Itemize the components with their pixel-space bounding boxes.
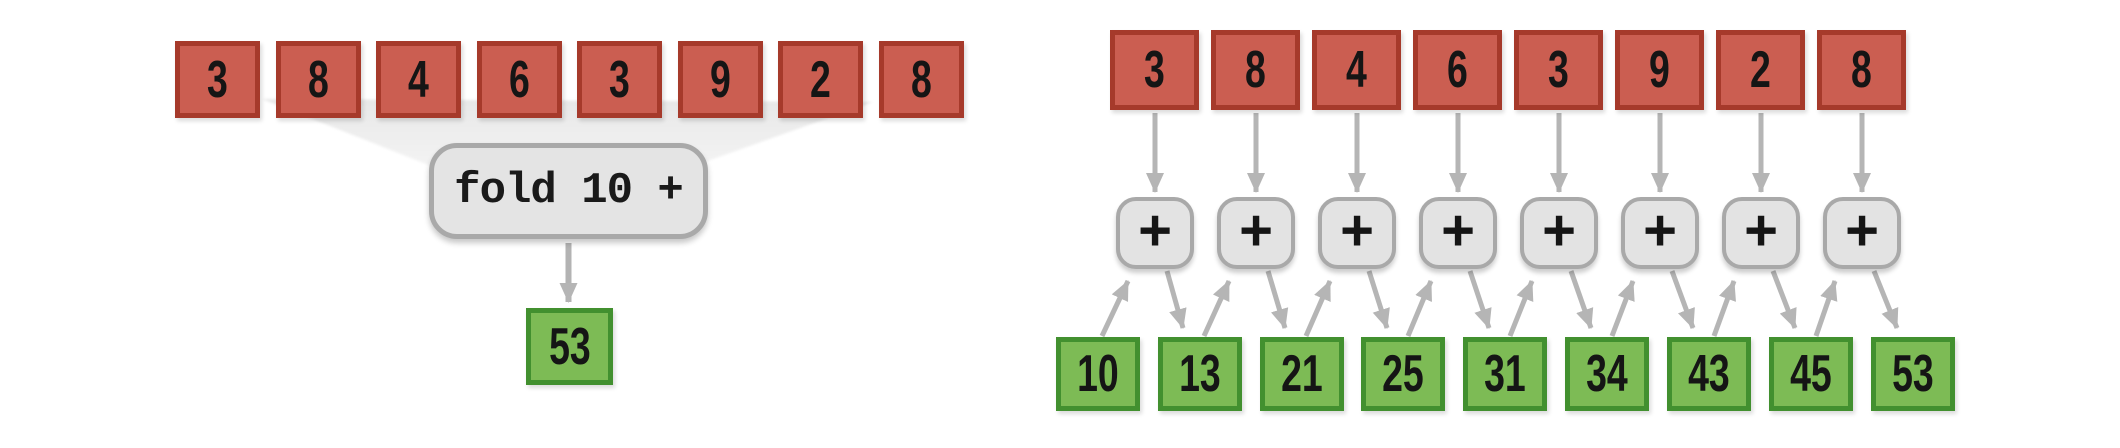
arrow-plus-to-acc: [1164, 270, 1187, 329]
plus-operator-symbol: +: [1441, 198, 1475, 263]
plus-operator-box: +: [1116, 197, 1194, 269]
input-value: 8: [911, 50, 932, 109]
input-value: 3: [609, 50, 630, 109]
plus-operator-symbol: +: [1744, 198, 1778, 263]
input-value: 8: [1245, 41, 1266, 99]
arrow-acc-to-plus: [1609, 280, 1636, 337]
input-value: 3: [1548, 41, 1569, 99]
input-box: 3: [175, 41, 260, 118]
input-value: 9: [710, 50, 731, 109]
plus-operator-symbol: +: [1542, 198, 1576, 263]
input-box: 3: [577, 41, 662, 118]
plus-operator-symbol: +: [1138, 198, 1172, 263]
input-box: 2: [778, 41, 863, 118]
accumulator-value: 34: [1586, 345, 1628, 403]
input-box: 3: [1514, 30, 1603, 110]
arrow-plus-to-acc: [1265, 270, 1289, 329]
plus-operator-symbol: +: [1845, 198, 1879, 263]
input-box: 8: [276, 41, 361, 118]
input-box: 3: [1110, 30, 1199, 110]
accumulator-value: 10: [1077, 345, 1119, 403]
result-value: 53: [548, 317, 591, 376]
fold-operation-label: fold 10 +: [454, 166, 684, 216]
input-value: 2: [810, 50, 831, 109]
input-box: 9: [1615, 30, 1704, 110]
accumulator-box: 45: [1769, 337, 1853, 411]
input-value: 4: [408, 50, 429, 109]
input-box: 6: [477, 41, 562, 118]
accumulator-value: 53: [1892, 345, 1934, 403]
plus-operator-box: +: [1419, 197, 1497, 269]
input-box: 9: [678, 41, 763, 118]
input-box: 8: [1211, 30, 1300, 110]
accumulator-value: 25: [1382, 345, 1424, 403]
arrow-plus-to-acc: [1669, 270, 1696, 329]
input-value: 8: [308, 50, 329, 109]
input-box: 4: [376, 41, 461, 118]
plus-operator-symbol: +: [1239, 198, 1273, 263]
input-value: 8: [1851, 41, 1872, 99]
input-value: 9: [1649, 41, 1670, 99]
input-box: 6: [1413, 30, 1502, 110]
plus-operator-box: +: [1722, 197, 1800, 269]
arrow-plus-to-acc: [1871, 270, 1900, 329]
input-value: 3: [207, 50, 228, 109]
accumulator-value: 21: [1281, 345, 1323, 403]
input-box: 8: [1817, 30, 1906, 110]
accumulator-box: 34: [1565, 337, 1649, 411]
plus-operator-box: +: [1217, 197, 1295, 269]
input-value: 4: [1346, 41, 1367, 99]
input-box: 4: [1312, 30, 1401, 110]
plus-operator-box: +: [1621, 197, 1699, 269]
arrow-acc-to-plus: [1201, 279, 1232, 338]
accumulator-value: 31: [1484, 345, 1526, 403]
arrow-plus-to-acc: [1770, 270, 1798, 329]
plus-operator-symbol: +: [1643, 198, 1677, 263]
input-value: 3: [1144, 41, 1165, 99]
input-value: 6: [1447, 41, 1468, 99]
arrow-plus-to-acc: [1467, 270, 1492, 329]
result-box: 53: [526, 308, 613, 385]
arrow-acc-to-plus: [1303, 280, 1333, 337]
accumulator-box: 31: [1463, 337, 1547, 411]
fold-operation-box: fold 10 +: [429, 143, 708, 239]
accumulator-value: 43: [1688, 345, 1730, 403]
input-value: 6: [509, 50, 530, 109]
accumulator-box: 21: [1260, 337, 1344, 411]
accumulator-box: 53: [1871, 337, 1955, 411]
arrow-plus-to-acc: [1366, 270, 1390, 329]
input-box: 8: [879, 41, 964, 118]
input-value: 2: [1750, 41, 1771, 99]
arrow-acc-to-plus: [1711, 280, 1737, 337]
accumulator-value: 13: [1179, 345, 1221, 403]
plus-operator-box: +: [1520, 197, 1598, 269]
plus-operator-box: +: [1318, 197, 1396, 269]
plus-operator-box: +: [1823, 197, 1901, 269]
input-box: 2: [1716, 30, 1805, 110]
accumulator-box: 25: [1361, 337, 1445, 411]
accumulator-box: 13: [1158, 337, 1242, 411]
plus-operator-symbol: +: [1340, 198, 1374, 263]
arrow-acc-to-plus: [1507, 280, 1535, 337]
arrow-plus-to-acc: [1568, 270, 1594, 329]
arrow-acc-to-plus: [1099, 279, 1131, 338]
accumulator-box: 10: [1056, 337, 1140, 411]
accumulator-box: 43: [1667, 337, 1751, 411]
arrow-acc-to-plus: [1405, 280, 1434, 337]
arrow-acc-to-plus: [1813, 280, 1838, 337]
accumulator-value: 45: [1790, 345, 1832, 403]
